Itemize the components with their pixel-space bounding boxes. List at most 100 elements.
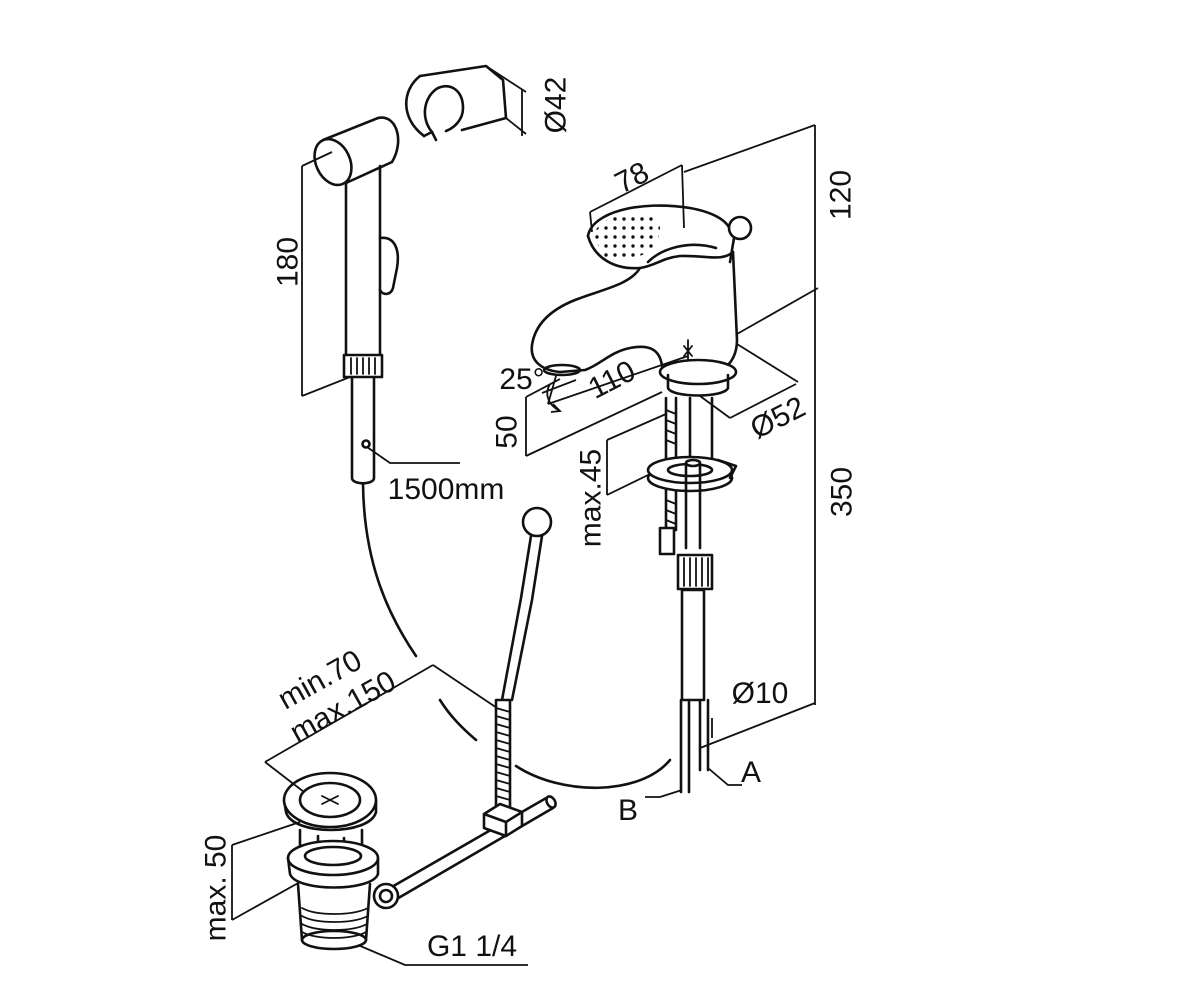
label-spout-angle: 25° bbox=[499, 363, 544, 396]
pop-up-knob bbox=[521, 506, 553, 538]
holder-extension-top bbox=[485, 65, 527, 93]
lever-knob bbox=[727, 215, 753, 241]
shower-dim-extension-top bbox=[301, 151, 333, 167]
shower-trigger bbox=[378, 236, 400, 296]
connection-b-leader bbox=[645, 789, 683, 798]
faucet-body-back bbox=[720, 250, 739, 372]
drain-nut-side bbox=[286, 856, 380, 889]
hose-length-leader bbox=[366, 446, 460, 464]
shower-head-face bbox=[313, 137, 353, 187]
deck-dim-extension-top bbox=[606, 413, 667, 441]
spout-angle-ray bbox=[541, 379, 577, 394]
drain-center-mark bbox=[321, 795, 339, 805]
drain-pivot-ball bbox=[378, 888, 394, 904]
faucet-body-front bbox=[530, 266, 664, 374]
label-connection-b: B bbox=[618, 794, 638, 827]
lever-dimension-line bbox=[589, 164, 683, 213]
label-hose-length: 1500mm bbox=[388, 473, 505, 506]
holder-body-outline bbox=[418, 64, 508, 132]
pop-up-rod bbox=[388, 506, 557, 902]
drain-threads bbox=[301, 907, 369, 939]
holder-inner-arc bbox=[423, 86, 440, 134]
base-dim-extension-left bbox=[699, 395, 731, 419]
pop-up-rod-left bbox=[500, 534, 533, 702]
label-shower-length: 180 bbox=[272, 237, 305, 287]
waste-dim-extension-bottom bbox=[231, 881, 301, 921]
rod-dim-extension-left bbox=[264, 761, 305, 793]
fixing-plate-upper bbox=[646, 455, 734, 485]
pop-up-rod-right bbox=[510, 534, 544, 702]
waste-thread-leader bbox=[357, 944, 528, 966]
shower-dim-extension-bottom bbox=[301, 376, 351, 397]
drain-bottom bbox=[300, 929, 368, 951]
linkage-rod bbox=[388, 795, 555, 902]
lever-dim-extension-left bbox=[589, 211, 593, 233]
shower-head-top bbox=[321, 116, 380, 142]
reach-dimension-line bbox=[547, 355, 689, 405]
holder-channel bbox=[436, 85, 465, 133]
holder-hook bbox=[422, 130, 438, 142]
hose-middle bbox=[438, 698, 478, 742]
pipe-diameter-leader bbox=[699, 702, 816, 749]
height-extension-middle bbox=[736, 287, 819, 335]
label-connection-a: A bbox=[741, 756, 761, 789]
label-spout-reach: 110 bbox=[583, 354, 641, 405]
linkage-rod-end bbox=[545, 795, 557, 809]
connection-hose bbox=[680, 588, 706, 702]
drain-plug bbox=[298, 781, 362, 819]
label-waste-thread: G1 1/4 bbox=[427, 930, 517, 963]
label-total-height: 350 bbox=[826, 467, 859, 517]
shower-head-end bbox=[376, 116, 400, 164]
lever-knob-stem bbox=[728, 236, 736, 264]
pipe-a bbox=[698, 698, 710, 772]
drain-nut-hole bbox=[303, 845, 363, 867]
hose-connector bbox=[350, 375, 376, 485]
spout-angle-arrow bbox=[550, 403, 562, 413]
lever-grip-texture bbox=[594, 213, 661, 261]
hose-upper bbox=[361, 482, 418, 658]
linkage-clamp-edge bbox=[482, 810, 524, 838]
base-dimension-line bbox=[729, 383, 797, 419]
fixing-rod bbox=[684, 462, 702, 550]
label-base-diameter: Ø52 bbox=[745, 390, 811, 445]
label-spout-height: 50 bbox=[491, 415, 524, 448]
faucet-base-top bbox=[658, 358, 738, 386]
spout-height-extension-bottom bbox=[525, 391, 663, 457]
hose-lower bbox=[514, 758, 672, 790]
connector-mark bbox=[361, 439, 371, 449]
pipe-b bbox=[679, 698, 691, 794]
shower-hose bbox=[361, 482, 672, 790]
lever-dim-extension-right bbox=[681, 164, 685, 229]
drain-body bbox=[296, 882, 372, 942]
rod-dimension-line bbox=[264, 664, 434, 763]
drain-pivot bbox=[372, 882, 400, 910]
fixing-plate-wing bbox=[716, 458, 738, 480]
spout-aerator bbox=[542, 363, 582, 377]
waste-dim-extension-top bbox=[231, 821, 301, 846]
lever-top bbox=[586, 204, 733, 238]
stud-threads bbox=[665, 409, 677, 525]
label-lever-length: 78 bbox=[610, 156, 655, 201]
wall-holder: Ø42 bbox=[405, 64, 573, 142]
hand-shower: 180 1500mm bbox=[272, 116, 505, 506]
shower-head-bottom bbox=[344, 160, 394, 185]
label-holder-diameter: Ø42 bbox=[540, 77, 573, 134]
holder-extension-bottom bbox=[505, 117, 527, 135]
base-dim-extension-right bbox=[736, 343, 799, 383]
label-waste-height: max. 50 bbox=[200, 835, 233, 942]
deck-dim-extension-bottom bbox=[606, 473, 651, 496]
label-deck-thickness: max.45 bbox=[575, 449, 608, 547]
supply-tube bbox=[688, 396, 714, 460]
spout-height-extension-top bbox=[525, 378, 561, 398]
stud-clamp bbox=[658, 526, 676, 556]
fixing-nut-knurl bbox=[683, 557, 709, 587]
label-lever-height: 120 bbox=[825, 170, 858, 220]
lever-inner-face bbox=[646, 243, 718, 264]
label-pipe-diameter: Ø10 bbox=[732, 677, 789, 710]
height-extension-top bbox=[683, 124, 816, 173]
pop-up-threads bbox=[495, 707, 511, 801]
waste-drain: min.70 max.150 max. 50 G1 1/4 bbox=[200, 644, 528, 966]
drain-cage bbox=[298, 828, 364, 860]
shower-nut-knurl bbox=[350, 357, 376, 375]
